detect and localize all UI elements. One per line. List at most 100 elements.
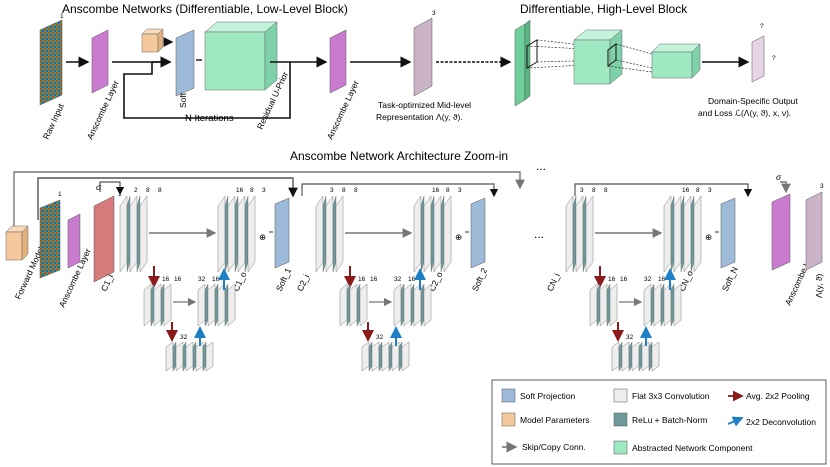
legend-skip-copy: Skip/Copy Conn. xyxy=(522,442,586,452)
mid-dim-d-2: 16 xyxy=(408,276,416,283)
mid-dec-1-slab-7 xyxy=(227,283,236,327)
encoder-3-slab-3 xyxy=(575,195,584,273)
low-dim-3: 32 xyxy=(626,334,634,341)
out-dim-b-2: 8 xyxy=(446,187,450,194)
sigma-label-2: σ xyxy=(776,172,782,182)
mid-dec-3-slab-6 xyxy=(670,283,675,327)
low-dim-1: 32 xyxy=(180,334,188,341)
out-dim-b-3: 8 xyxy=(696,187,700,194)
plus-3: ⊕ xyxy=(705,232,712,242)
high-level-cube-2 xyxy=(573,29,623,85)
mid-enc-3-slab-1 xyxy=(589,283,598,327)
anscombe-layer-2-plane xyxy=(329,29,347,94)
out-dim-c-1: 3 xyxy=(262,187,266,194)
in-dim-b-1: 8 xyxy=(146,187,150,194)
domain-output-label-1: Domain-Specific Output xyxy=(708,96,798,106)
ellipsis-top: ... xyxy=(536,159,546,173)
low-2-slab-1 xyxy=(361,341,370,372)
skip-line-top-1 xyxy=(13,171,525,230)
mid-dim-a-3: 16 xyxy=(608,276,616,283)
mid-dec-3-slab-2 xyxy=(650,283,655,327)
title-high-level: Differentiable, High-Level Block xyxy=(520,2,688,16)
low-3-slab-4 xyxy=(628,341,633,372)
low-3-slab-5 xyxy=(631,341,640,372)
mid-enc-1-slab-3 xyxy=(153,283,162,327)
mid-dec-3-slab-5 xyxy=(663,283,672,327)
anscombe-layer-1-plane xyxy=(91,29,109,94)
mid-dec-1-slab-1 xyxy=(197,283,206,327)
decoder-1-slab-2 xyxy=(224,195,229,273)
mid-dec-2-slab-3 xyxy=(403,283,412,327)
sigma-label-1: σ xyxy=(96,182,102,192)
skip-line-top-2 xyxy=(37,177,298,220)
sigma-arrow xyxy=(780,181,791,194)
encoder-2-slab-3 xyxy=(325,195,334,273)
legend: Soft Projection Model Parameters Skip/Co… xyxy=(491,379,827,465)
decoder-2-slab-6 xyxy=(440,195,445,273)
in-dim-c-3: 8 xyxy=(604,187,608,194)
mid-dim-d-3: 16 xyxy=(658,276,666,283)
output-plane xyxy=(751,35,765,83)
encoder-1-slab-5 xyxy=(139,195,148,273)
low-2-slab-8 xyxy=(398,341,403,372)
title-zoom: Anscombe Network Architecture Zoom-in xyxy=(290,149,508,163)
legend-soft-projection: Soft Projection xyxy=(520,391,576,401)
low-2-slab-5 xyxy=(381,341,390,372)
mid-enc-1-slab-1 xyxy=(143,283,152,327)
low-2-slab-3 xyxy=(371,341,380,372)
raw-input-dim: 1 xyxy=(60,13,64,20)
decoder-2-slab-1 xyxy=(413,195,422,273)
mid-dim-a-1: 16 xyxy=(162,276,170,283)
low-3-slab-9 xyxy=(651,341,660,372)
legend-swatch-deconv xyxy=(727,416,744,427)
mid-dec-2-slab-2 xyxy=(400,283,405,327)
mid-dec-1-slab-3 xyxy=(207,283,216,327)
lambda-out-plane xyxy=(805,191,823,271)
mid-enc-1-slab-4 xyxy=(160,283,165,327)
out-dim-a-2: 16 xyxy=(432,187,440,194)
mid-dec-3-slab-4 xyxy=(660,283,665,327)
in-dim-c-2: 8 xyxy=(354,187,358,194)
out-dim-c-2: 3 xyxy=(458,187,462,194)
in-dim-a-3: 3 xyxy=(580,187,584,194)
legend-deconv: 2x2 Deconvolution xyxy=(746,417,816,427)
legend-abstracted: Abstracted Network Component xyxy=(632,443,753,453)
mid-dim: 3 xyxy=(432,10,436,17)
mid-level-representation-plane xyxy=(413,17,433,97)
mid-dec-1-slab-6 xyxy=(224,283,229,327)
decoder-2-slab-7 xyxy=(443,195,452,273)
low-3-slab-7 xyxy=(641,341,650,372)
mid-enc-3-slab-2 xyxy=(596,283,601,327)
decoder-2-slab-2 xyxy=(420,195,425,273)
plus-2: ⊕ xyxy=(455,232,462,242)
n-iterations-label: N Iterations xyxy=(185,113,234,124)
raw-input-plane xyxy=(39,19,63,106)
low-2-slab-9 xyxy=(401,341,410,372)
mid-level-label-1: Task-optimized Mid-level xyxy=(378,100,471,110)
in-dim-a-1: 2 xyxy=(134,187,138,194)
encoder-3-slab-1 xyxy=(565,195,574,273)
mid-dim-b-1: 16 xyxy=(174,276,182,283)
mid-dec-1-slab-5 xyxy=(217,283,226,327)
encoder-2-slab-2 xyxy=(322,195,327,273)
high-level-cube-3 xyxy=(651,43,701,79)
residual-uprior-cube xyxy=(204,21,278,91)
lambda-out-label: Λ(y, ϑ) xyxy=(814,274,824,298)
soft-label-1: Soft_1 xyxy=(274,266,294,293)
legend-swatch-abstracted xyxy=(613,440,628,455)
low-1-slab-3 xyxy=(175,341,184,372)
low-1-slab-1 xyxy=(165,341,174,372)
mid-dec-3-slab-7 xyxy=(673,283,682,327)
domain-output-label-2: and Loss ℒ(Λ(y, ϑ), x, ν). xyxy=(698,108,791,118)
mid-dec-2-slab-7 xyxy=(423,283,432,327)
in-dim-c-1: 8 xyxy=(158,187,162,194)
receptive-field-rays-1 xyxy=(526,39,609,69)
encoder-2-slab-4 xyxy=(332,195,337,273)
mid-dec-2-slab-6 xyxy=(420,283,425,327)
low-2-slab-7 xyxy=(391,341,400,372)
noise-plane xyxy=(93,195,115,283)
mid-level-label-2: Representation Λ(y, ϑ). xyxy=(376,112,463,122)
mid-dec-2-slab-4 xyxy=(410,283,415,327)
low-3-slab-8 xyxy=(648,341,653,372)
